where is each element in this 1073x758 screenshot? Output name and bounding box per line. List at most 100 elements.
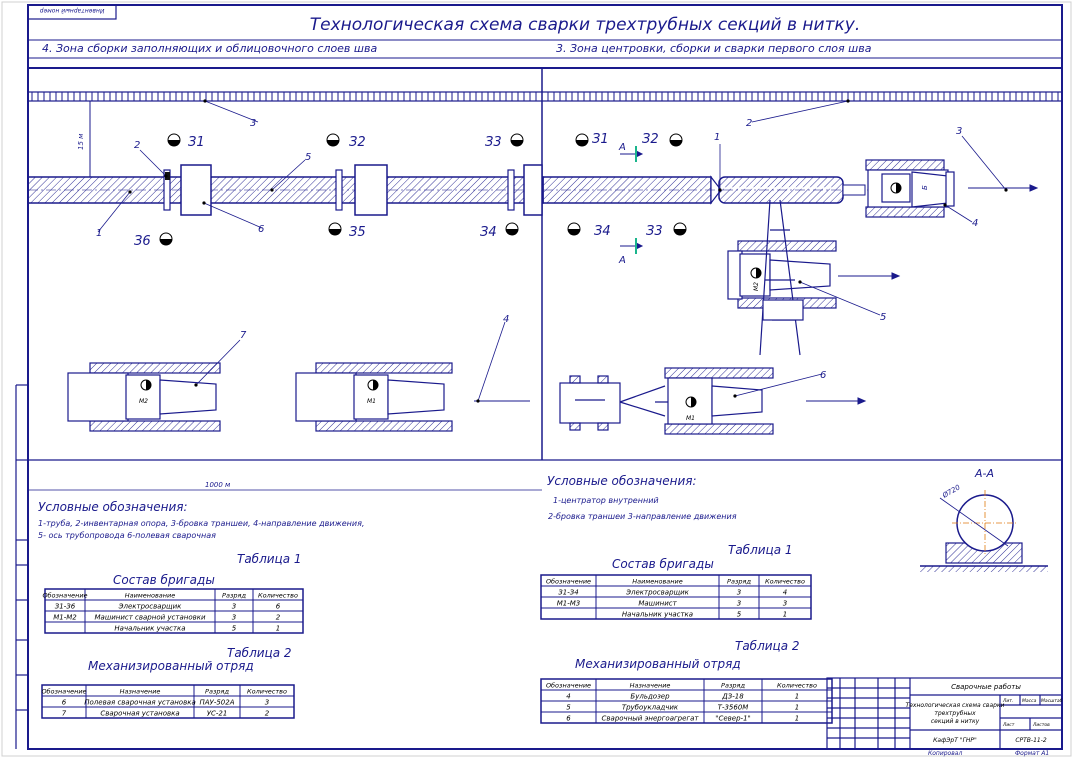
tb-code: СРТВ-11-2 [1015, 737, 1047, 744]
callout-right-5-number: 5 [880, 312, 886, 323]
right-table2-header: Количество [777, 682, 817, 690]
machinist-label-m2: М2 [139, 398, 148, 405]
left-table2-cell: 7 [62, 710, 67, 718]
right-table2-cell: Сварочный энергоагрегат [602, 715, 700, 723]
callout-right-6-number: 6 [820, 370, 826, 381]
welder-z3-left-label: З3 [485, 135, 502, 150]
callout-left-5: 5 [270, 152, 311, 192]
left-table1-cell: 1 [276, 625, 280, 633]
field-welding-unit-1 [180, 164, 212, 216]
right-table2-cell: 1 [795, 704, 799, 712]
callout-left-4-number: 4 [503, 314, 509, 325]
pipeline-left [27, 176, 544, 204]
left-table2-cell: 3 [265, 699, 269, 707]
tb-work: Сварочные работы [951, 683, 1021, 691]
right-table1-cell: Начальник участка [622, 611, 693, 619]
welder-z1-left-label: З1 [188, 135, 205, 150]
welder-z6-left-label: З6 [134, 234, 151, 249]
dim-1000m-text: 1000 м [205, 481, 231, 489]
welder-z3-left: З3 [485, 133, 524, 150]
right-table2-cell: Бульдозер [630, 693, 670, 701]
left-table1-header: Разряд [222, 592, 246, 600]
tractor-mark: Б [921, 185, 929, 190]
left-table1-cell: 2 [276, 614, 281, 622]
left-table2-header: Разряд [205, 688, 229, 696]
pipelayer [727, 199, 837, 356]
welder-z2-left: З2 [326, 133, 366, 150]
right-table1-cell: 3 [783, 600, 787, 608]
left-table1-cell: 3 [232, 614, 236, 622]
tb-name-3: секций в нитку [931, 718, 980, 725]
callout-left-1: 1 [96, 190, 132, 239]
section-aa-title: А-А [974, 467, 994, 480]
right-table1-cell: З1-З4 [558, 589, 578, 597]
left-table2-cell: 6 [62, 699, 67, 707]
welder-z3-right: З3 [646, 222, 687, 239]
tb-dept: КафЭрТ "ГНР" [933, 737, 977, 744]
right-table2-cell: 1 [795, 693, 799, 701]
welding-unit-m2 [67, 362, 221, 432]
callout-right-5: 5 [798, 280, 886, 323]
left-table2-cell: ПАУ-502А [200, 699, 235, 707]
callout-right-3: 3 [956, 126, 1008, 192]
inner-frame [27, 4, 1063, 750]
right-table2-header: Назначение [630, 682, 671, 690]
left-table1-title: Состав бригады [113, 573, 215, 587]
welder-z6-left: З6 [134, 232, 173, 249]
right-table2-cell: 5 [566, 704, 571, 712]
section-aa [920, 490, 1048, 572]
bulldozer [865, 159, 955, 218]
welder-z5-left: З5 [328, 222, 366, 240]
callout-left-4: 4 [476, 314, 509, 403]
legend-right-line2: 2-бровка траншеи 3-направление движения [548, 512, 737, 521]
welder-z4-left-label: З4 [480, 225, 497, 240]
left-table1-header: Наименование [125, 592, 176, 600]
left-table2-cell: Сварочная установка [100, 710, 179, 718]
left-table1-cell: Электросварщик [118, 603, 183, 611]
pipe-diameter: Ø720 [940, 483, 962, 500]
left-table1-cell: 3 [232, 603, 236, 611]
callout-left-3-number: 3 [250, 118, 256, 129]
welder-z2-left-label: З2 [349, 135, 366, 150]
left-table2-header: Количество [247, 688, 287, 696]
left-table1-cell: 5 [232, 625, 237, 633]
section-mark-top: А [618, 142, 626, 153]
welder-icon-energy-unit [685, 396, 697, 408]
right-table2-cell: ДЗ-18 [721, 693, 744, 701]
right-table1-header: Наименование [632, 578, 683, 586]
welder-z3-right-label: З3 [646, 224, 663, 239]
tb-copied: Копировал [928, 750, 962, 757]
right-table1-cell: Электросварщик [625, 589, 690, 597]
tb-name-2: трехтрубных [934, 710, 976, 717]
right-table2-cell: Т-3560М [718, 704, 749, 712]
left-table2-header: Назначение [120, 688, 161, 696]
right-table2-cell: "Север-1" [715, 715, 751, 723]
left-table1-cell: М1-М2 [53, 614, 77, 622]
left-table2-caption: Таблица 2 [227, 646, 292, 660]
left-table1-cell: Машинист сварной установки [94, 614, 205, 622]
machinist-label-m1-right: М1 [686, 415, 695, 422]
callout-left-6: 6 [202, 201, 264, 235]
left-table1-cell: 6 [276, 603, 281, 611]
direction-arrows [474, 184, 1039, 405]
welder-z1-right-label: З1 [592, 132, 609, 147]
right-table2-cell: 1 [795, 715, 799, 723]
welder-icon-pipelayer [750, 267, 762, 279]
callout-left-2: 2 [134, 140, 168, 178]
tb-mass: Масса [1022, 698, 1037, 704]
welder-z1-left: З1 [167, 133, 205, 150]
field-welding-unit-2 [354, 164, 388, 216]
left-table1-header: Обозначение [42, 592, 87, 600]
right-table2-header: Разряд [721, 682, 745, 690]
welder-icon-bulldozer [890, 182, 902, 194]
welder-icon-m1 [367, 379, 379, 391]
callout-right-2-number: 2 [746, 118, 752, 129]
pipeline-right [542, 175, 870, 205]
legend-left-title: Условные обозначения: [38, 500, 188, 514]
left-table2-title: Механизированный отряд [88, 659, 254, 673]
